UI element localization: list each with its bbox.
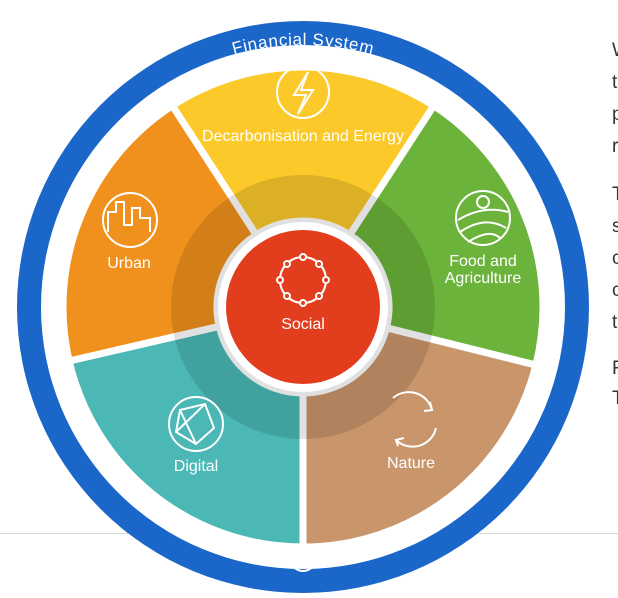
- clipped-text-fragment: c: [612, 248, 618, 269]
- clipped-text-fragment: F: [612, 358, 618, 379]
- segment-label-digital: Digital: [173, 458, 219, 475]
- clipped-text-fragment: t: [612, 72, 618, 93]
- segment-nature: [299, 323, 541, 551]
- segment-label-urban: Urban: [107, 255, 151, 272]
- clipped-text-fragment: t: [612, 312, 618, 333]
- globe-network-icon: [168, 396, 224, 452]
- clipped-text-fragment: T: [612, 184, 618, 205]
- clipped-text-fragment: c: [612, 280, 618, 301]
- lightning-icon: [276, 65, 330, 119]
- segment-urban: [59, 100, 262, 366]
- circular-arrows-icon[interactable]: [289, 544, 317, 572]
- segment-food-and-agriculture: [344, 100, 547, 370]
- clipped-text-fragment: W: [612, 40, 618, 62]
- city-skyline-icon: [102, 192, 158, 248]
- center-label-social: Social: [281, 316, 325, 333]
- recycle-arrows-icon: [392, 391, 437, 448]
- network-ring-icon: [276, 253, 330, 307]
- clipped-text-fragment: s: [612, 216, 618, 237]
- clipped-text-fragment: p: [612, 104, 618, 125]
- segment-decarbonisation-and-energy: [167, 63, 439, 240]
- segment-digital: [64, 322, 307, 551]
- clipped-text-fragment: r: [612, 136, 618, 157]
- field-icon: [455, 190, 511, 246]
- segment-label-decarbonisation: Decarbonisation and Energy: [202, 128, 404, 145]
- segment-label-nature: Nature: [386, 455, 436, 472]
- clipped-text-fragment: T: [612, 388, 618, 409]
- segment-label-food-agriculture: Food and Agriculture: [444, 253, 522, 287]
